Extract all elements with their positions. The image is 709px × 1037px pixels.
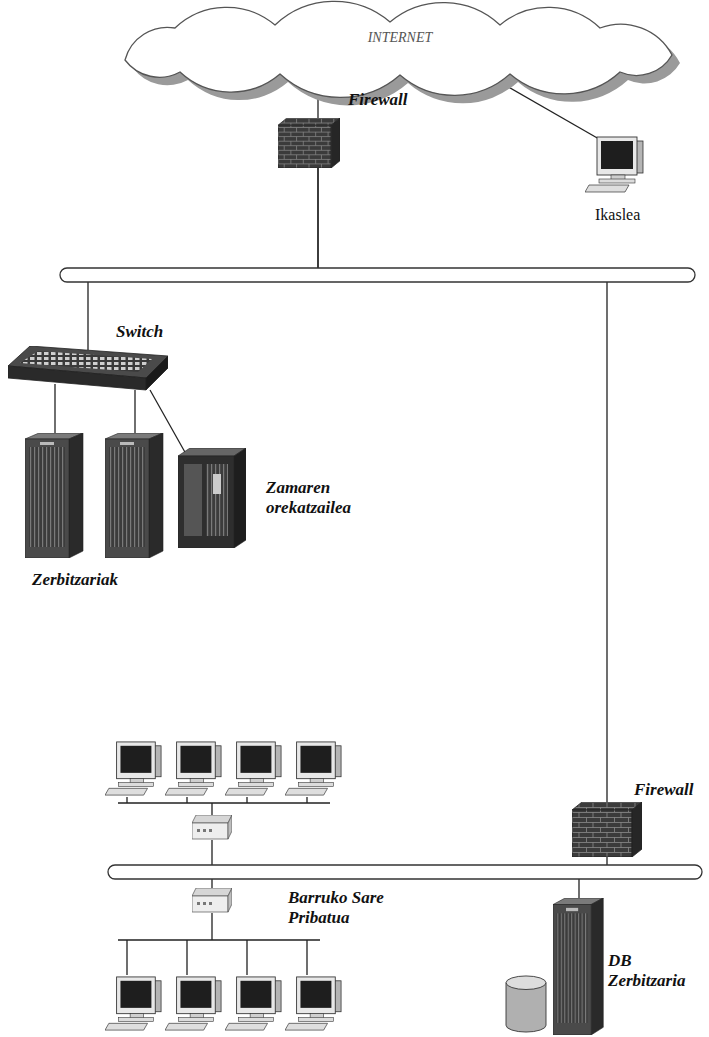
node-label: Ikaslea [595,205,640,224]
node-icon [585,135,645,195]
icon-shape [178,448,246,548]
pc-icon [225,742,281,795]
node-label: Firewall [348,90,408,110]
network-bus [108,865,702,879]
node-icon [100,0,700,100]
node-label: DB Zerbitzaria [608,951,703,992]
hub-icon [192,888,232,912]
firewall-icon: Firewall [278,88,413,170]
node-icon [278,118,340,168]
network-link [88,168,318,350]
node-icon [25,433,165,558]
icon-shape [125,1,680,105]
pc-icon [225,977,281,1030]
icon-shape [506,976,546,1032]
server-group: Zerbitzariak [20,428,170,593]
pc-icon [165,977,221,1030]
icon-shape [105,433,163,558]
internet-cloud: INTERNET [100,0,702,102]
node-icon [505,898,605,1035]
network-link [318,168,607,802]
network-label: Barruko Sare Pribatua [288,888,418,929]
node-label: Zerbitzariak [32,570,118,590]
icon-shape [585,137,643,192]
node-icon [572,802,642,857]
lan-wire [118,797,330,866]
hub-icon [192,815,232,839]
load-balancer: Zamaren orekatzailea [178,448,380,550]
node-label: INTERNET [368,30,433,47]
node-label: Firewall [634,780,694,800]
upper-lan [105,742,341,866]
firewall-icon: Firewall [572,780,702,859]
icon-shape [25,433,83,558]
node-label: Zamaren orekatzailea [266,478,378,519]
pc-icon [165,742,221,795]
pc-icon [105,977,161,1030]
icon-shape [553,898,603,1035]
pc-icon [285,977,341,1030]
icon-shape [572,802,642,857]
node-icon [178,448,246,548]
pc-icon [285,742,341,795]
network-switch: Switch [8,322,178,400]
network-link [54,384,55,433]
network-link [134,390,135,433]
node-label: Switch [116,322,163,342]
student-pc: Ikaslea [580,135,670,230]
database-server: DB Zerbitzaria [500,893,705,1037]
icon-shape [8,346,168,390]
icon-shape [278,118,340,168]
node-icon [8,346,168,398]
pc-icon [105,742,161,795]
network-bus [60,268,695,282]
